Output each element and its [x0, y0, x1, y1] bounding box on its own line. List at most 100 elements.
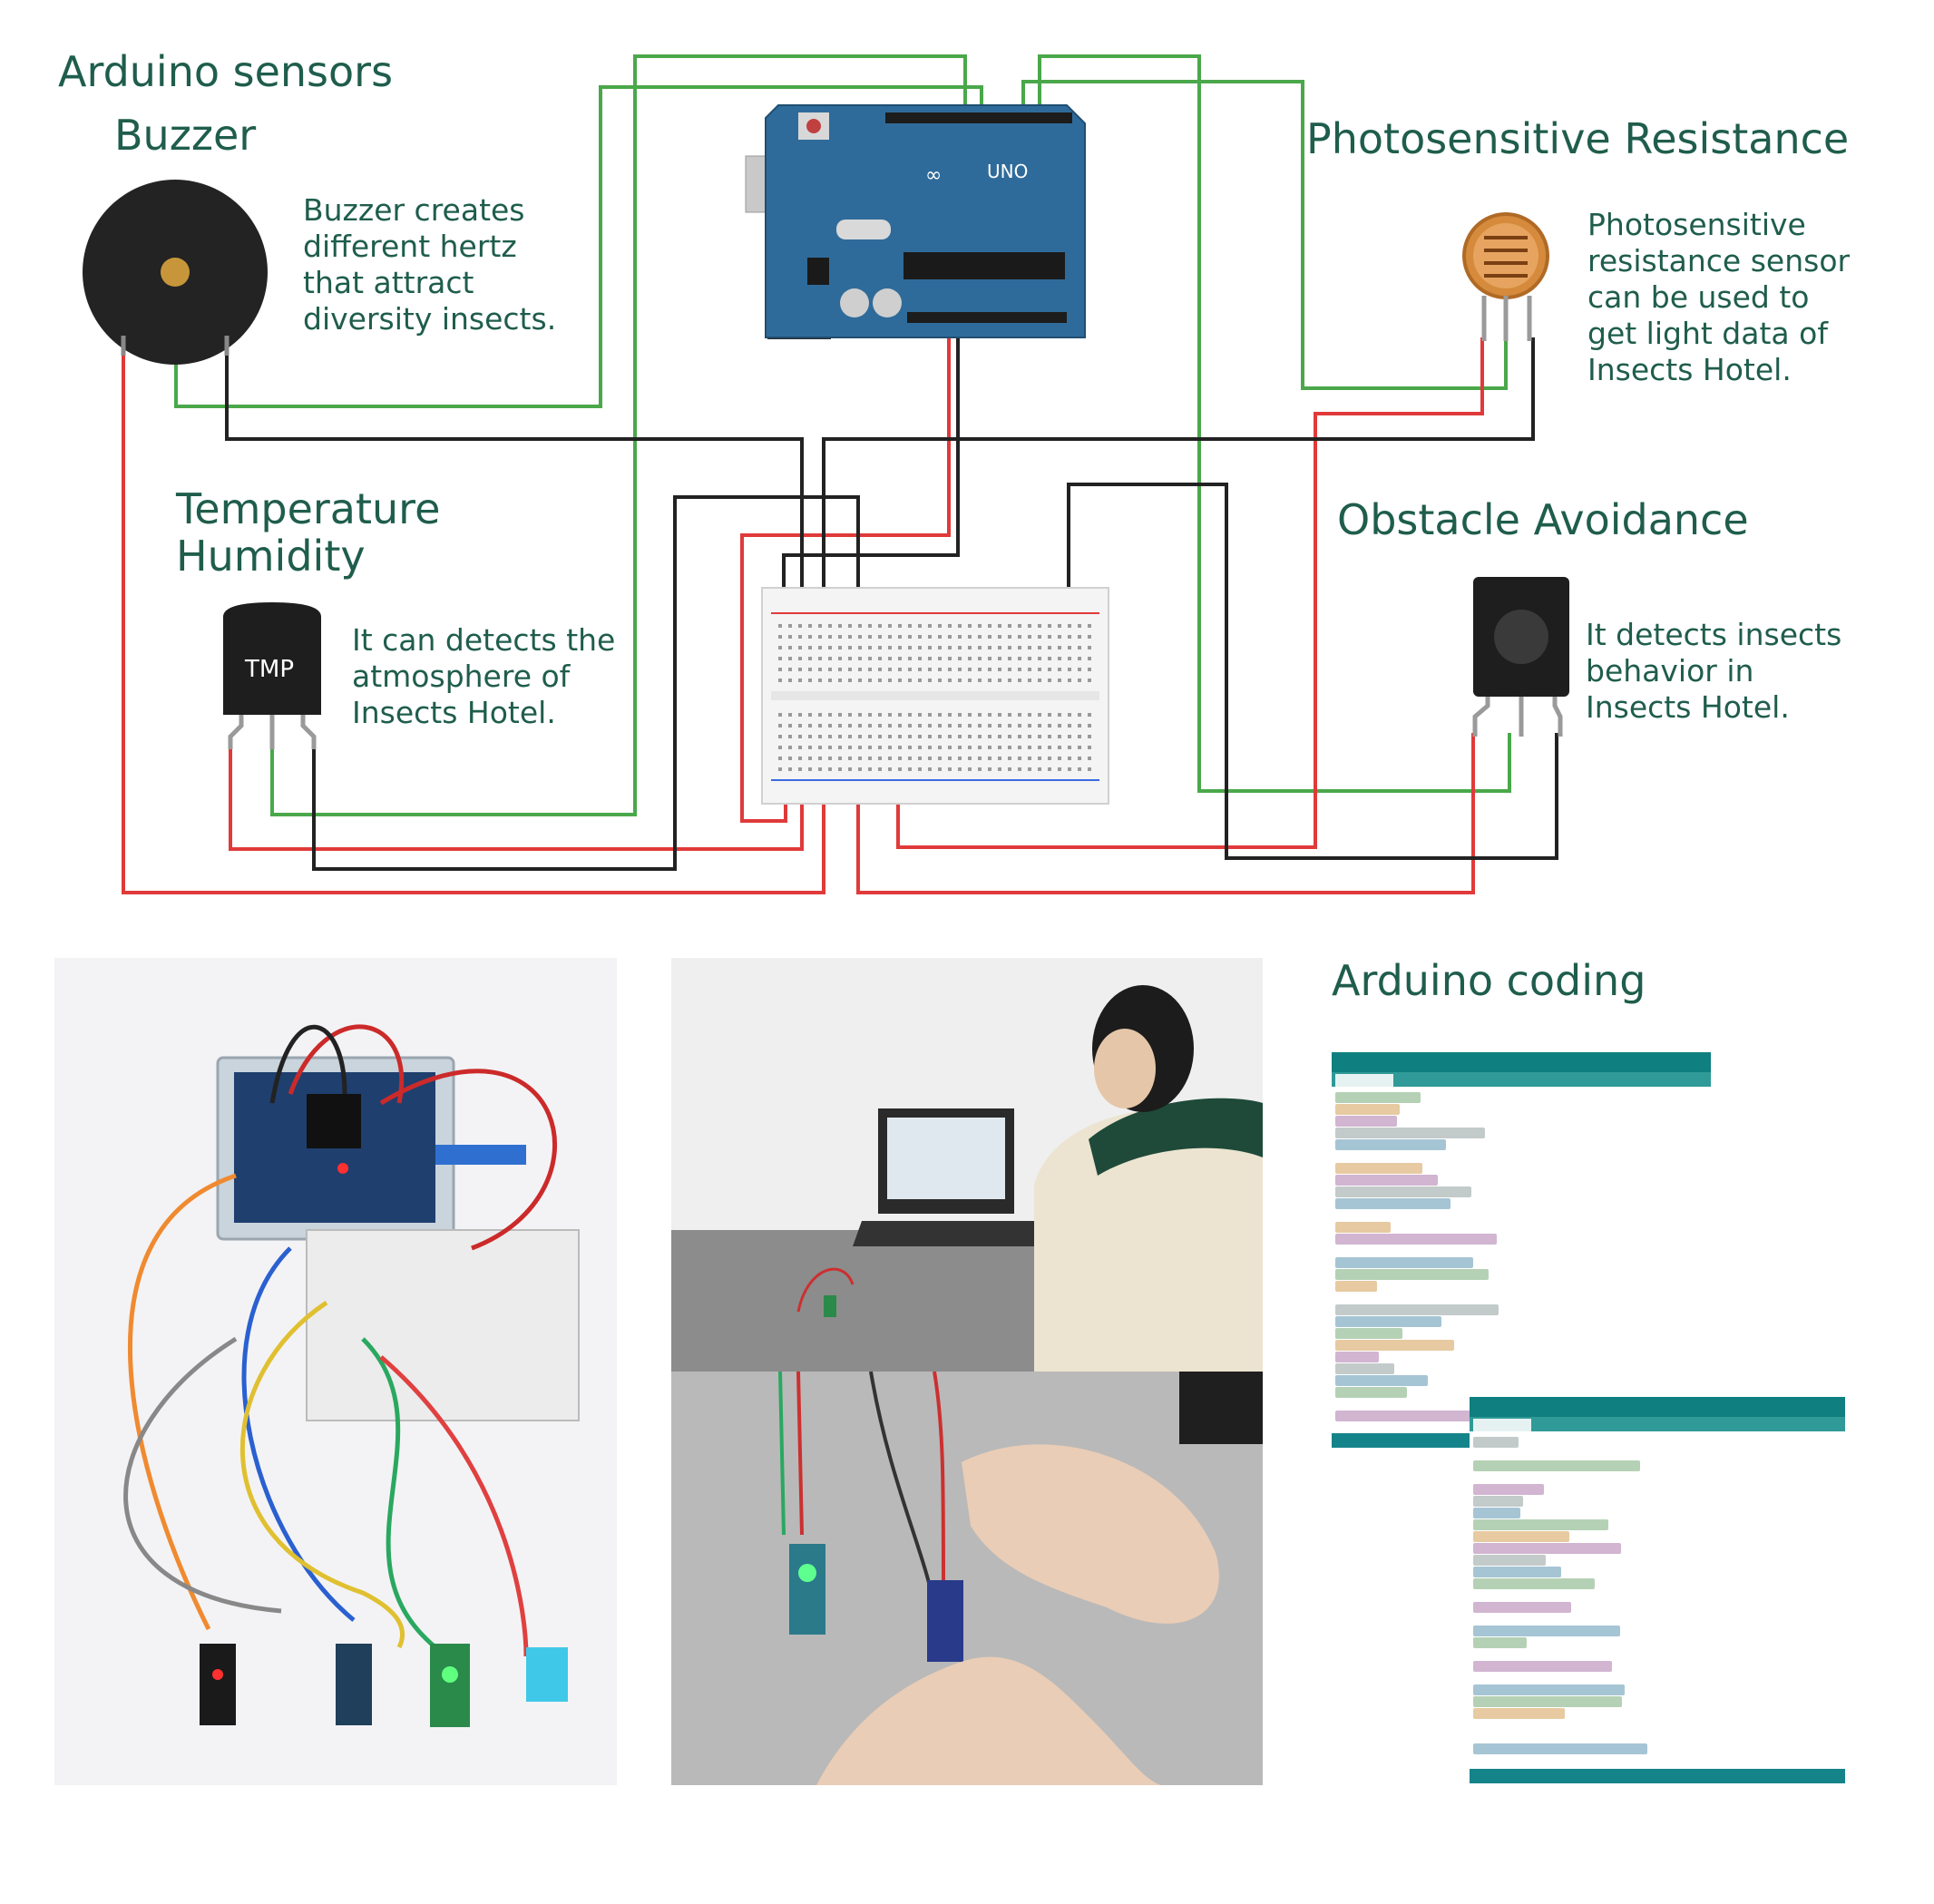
- breadboard-hole: [928, 767, 932, 771]
- breadboard-hole: [788, 767, 792, 771]
- breadboard-hole: [848, 757, 852, 760]
- breadboard-hole: [1048, 624, 1051, 628]
- breadboard-hole: [778, 746, 782, 749]
- breadboard-hole: [978, 767, 982, 771]
- breadboard-hole: [848, 713, 852, 717]
- breadboard-hole: [1058, 713, 1061, 717]
- breadboard-hole: [868, 635, 872, 639]
- code-line: [1473, 1496, 1523, 1507]
- breadboard-hole: [878, 746, 882, 749]
- code-line: [1335, 1198, 1450, 1209]
- breadboard-hole: [1028, 767, 1031, 771]
- breadboard-hole: [1068, 624, 1071, 628]
- breadboard-hole: [808, 668, 812, 671]
- breadboard-hole: [1028, 635, 1031, 639]
- breadboard-hole: [1068, 635, 1071, 639]
- breadboard-hole: [1008, 724, 1011, 727]
- breadboard-hole: [1088, 635, 1091, 639]
- breadboard-hole: [868, 646, 872, 649]
- wire-green-arduino-temp: [270, 54, 967, 816]
- breadboard-hole: [808, 657, 812, 660]
- breadboard-hole: [1088, 713, 1091, 717]
- breadboard-hole: [1008, 746, 1011, 749]
- breadboard-hole: [1068, 724, 1071, 727]
- breadboard-hole: [978, 668, 982, 671]
- breadboard-hole: [798, 757, 802, 760]
- breadboard-hole: [948, 624, 952, 628]
- breadboard-hole: [1028, 757, 1031, 760]
- breadboard-hole: [908, 713, 912, 717]
- breadboard-hole: [968, 646, 972, 649]
- desc-temp-line: atmosphere of: [352, 659, 571, 694]
- breadboard-hole: [908, 767, 912, 771]
- code-line: [1335, 1375, 1428, 1386]
- breadboard-hole: [1048, 635, 1051, 639]
- breadboard-hole: [858, 646, 862, 649]
- breadboard-hole: [1068, 657, 1071, 660]
- breadboard-hole: [928, 657, 932, 660]
- desc-temperature: It can detects the atmosphere of Insects…: [352, 622, 615, 731]
- breadboard-hole: [908, 624, 912, 628]
- code-window-1-lines: [1332, 1087, 1711, 1421]
- breadboard-hole: [918, 624, 922, 628]
- breadboard-hole: [908, 635, 912, 639]
- code-line: [1473, 1708, 1565, 1719]
- breadboard-hole: [808, 635, 812, 639]
- code-line: [1335, 1387, 1407, 1398]
- breadboard-hole: [988, 757, 991, 760]
- code-line: [1335, 1222, 1391, 1233]
- code-window-2-lines: [1470, 1431, 1845, 1754]
- breadboard-hole: [818, 624, 822, 628]
- wire-black-obstacle: [1067, 483, 1558, 860]
- breadboard-hole: [1048, 757, 1051, 760]
- title-photosensitive: Photosensitive Resistance: [1306, 114, 1850, 163]
- breadboard-hole: [948, 724, 952, 727]
- breadboard-hole: [1088, 657, 1091, 660]
- breadboard-hole: [1068, 757, 1071, 760]
- breadboard-hole: [818, 646, 822, 649]
- breadboard-hole: [838, 679, 842, 682]
- breadboard-hole: [798, 735, 802, 738]
- breadboard-hole: [778, 668, 782, 671]
- breadboard-hole: [1078, 713, 1081, 717]
- breadboard-hole: [998, 713, 1001, 717]
- breadboard-hole: [898, 735, 902, 738]
- code-line: [1473, 1531, 1569, 1542]
- breadboard-hole: [928, 679, 932, 682]
- breadboard-hole: [1058, 724, 1061, 727]
- breadboard-hole: [938, 746, 942, 749]
- breadboard-hole: [988, 746, 991, 749]
- breadboard-hole: [858, 635, 862, 639]
- code-line: [1335, 1269, 1489, 1280]
- desc-buzzer-line: Buzzer creates: [303, 192, 525, 228]
- breadboard-hole: [908, 735, 912, 738]
- breadboard-hole: [818, 668, 822, 671]
- breadboard-hole: [978, 735, 982, 738]
- breadboard-hole: [938, 624, 942, 628]
- breadboard-hole: [1028, 668, 1031, 671]
- wiring-diagram: ∞ UNO TMP: [83, 54, 1569, 894]
- breadboard-hole: [1068, 735, 1071, 738]
- breadboard-hole: [1048, 767, 1051, 771]
- breadboard-hole: [988, 713, 991, 717]
- breadboard-hole: [948, 646, 952, 649]
- breadboard-hole: [958, 679, 962, 682]
- breadboard-hole: [958, 746, 962, 749]
- breadboard-hole: [1008, 668, 1011, 671]
- code-line: [1335, 1363, 1394, 1374]
- code-window-1-tab: [1335, 1074, 1393, 1087]
- breadboard-hole: [968, 746, 972, 749]
- breadboard-hole: [988, 657, 991, 660]
- breadboard-holes: [778, 624, 1091, 771]
- breadboard-hole: [1088, 757, 1091, 760]
- breadboard-hole: [868, 657, 872, 660]
- breadboard-hole: [838, 646, 842, 649]
- breadboard-hole: [798, 657, 802, 660]
- breadboard-hole: [1028, 657, 1031, 660]
- breadboard-hole: [808, 746, 812, 749]
- breadboard-hole: [788, 657, 792, 660]
- breadboard-hole: [1038, 735, 1041, 738]
- breadboard-hole: [838, 657, 842, 660]
- breadboard-hole: [918, 657, 922, 660]
- breadboard-hole: [898, 679, 902, 682]
